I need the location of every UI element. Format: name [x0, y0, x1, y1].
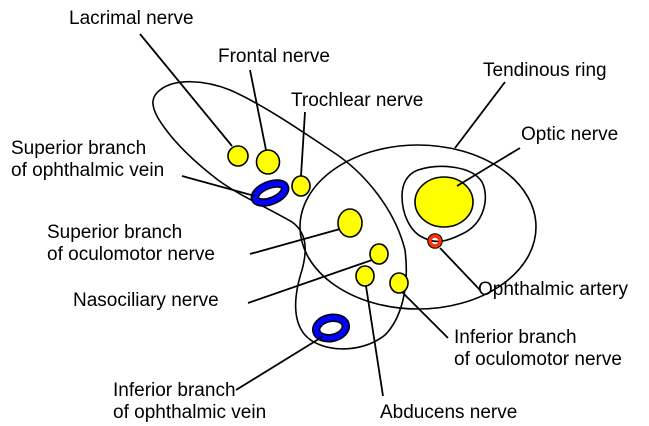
- lacrimal-nerve: [228, 146, 248, 166]
- leader-superior-vein: [182, 176, 255, 196]
- leader-superior-oculomotor: [250, 229, 340, 254]
- leader-optic: [457, 148, 520, 186]
- abducens-nerve: [356, 266, 374, 286]
- superior-oculomotor-nerve: [338, 209, 362, 237]
- frontal-nerve: [257, 150, 280, 174]
- optic-nerve: [415, 177, 473, 227]
- leader-frontal: [250, 70, 266, 150]
- label-trochlear-nerve: Trochlear nerve: [291, 90, 423, 112]
- leader-nasociliary: [248, 260, 372, 303]
- label-nasociliary-nerve: Nasociliary nerve: [73, 290, 219, 312]
- leader-tendinous-ring: [455, 82, 505, 148]
- label-inferior-oculomotor-nerve: Inferior branch of oculomotor nerve: [454, 327, 622, 371]
- label-superior-ophthalmic-vein: Superior branch of ophthalmic vein: [11, 138, 164, 182]
- label-superior-oculomotor-nerve: Superior branch of oculomotor nerve: [47, 222, 215, 266]
- label-tendinous-ring: Tendinous ring: [483, 60, 607, 82]
- leader-ophthalmic-artery: [440, 248, 480, 290]
- trochlear-nerve: [292, 176, 310, 196]
- superior-ophthalmic-vein: [252, 180, 288, 207]
- label-frontal-nerve: Frontal nerve: [218, 46, 330, 68]
- label-lacrimal-nerve: Lacrimal nerve: [69, 8, 194, 30]
- label-ophthalmic-artery: Ophthalmic artery: [478, 279, 628, 301]
- leader-trochlear: [301, 112, 305, 176]
- inferior-oculomotor-nerve: [390, 273, 408, 293]
- label-inferior-ophthalmic-vein: Inferior branch of ophthalmic vein: [113, 380, 266, 424]
- label-abducens-nerve: Abducens nerve: [380, 402, 517, 424]
- label-optic-nerve: Optic nerve: [521, 124, 618, 146]
- inferior-ophthalmic-vein: [314, 315, 348, 341]
- leader-inferior-oculomotor: [402, 292, 448, 338]
- nasociliary-nerve: [370, 244, 388, 264]
